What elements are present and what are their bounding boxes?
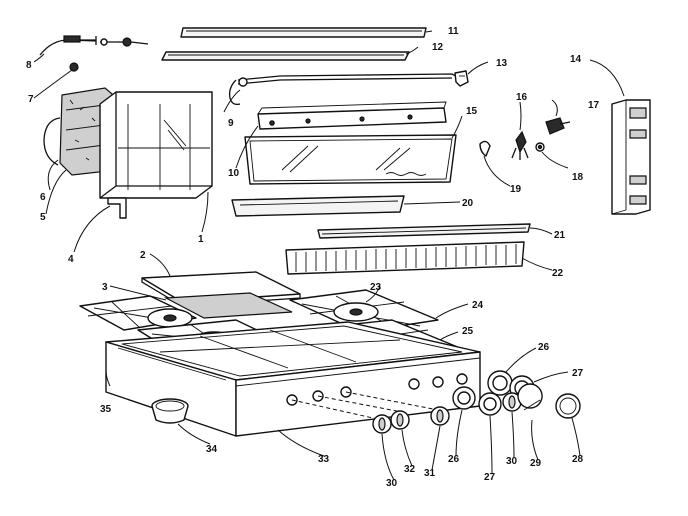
part-30-knob-right bbox=[502, 392, 522, 412]
callout-15: 15 bbox=[466, 106, 478, 117]
callout-32: 32 bbox=[404, 464, 416, 475]
callout-30-right: 30 bbox=[506, 456, 518, 467]
callout-27-lower: 27 bbox=[484, 472, 496, 483]
callout-19: 19 bbox=[510, 184, 522, 195]
callout-24: 24 bbox=[472, 300, 484, 311]
callout-21: 21 bbox=[554, 230, 566, 241]
callout-4: 4 bbox=[68, 254, 74, 265]
part-31-knob bbox=[430, 406, 450, 426]
part-1-cabinet-body bbox=[99, 91, 213, 199]
callout-7: 7 bbox=[28, 94, 34, 105]
callout-20: 20 bbox=[462, 198, 474, 209]
callout-6: 6 bbox=[40, 192, 46, 203]
callout-labels: 11 12 13 14 15 16 17 18 19 20 21 22 23 2… bbox=[26, 26, 600, 489]
part-30-knob-left bbox=[372, 414, 392, 434]
callout-28: 28 bbox=[572, 454, 584, 465]
callout-25: 25 bbox=[462, 326, 474, 337]
part-34-drip-cup bbox=[151, 398, 189, 424]
part-11-top-trim bbox=[180, 27, 427, 38]
callout-8: 8 bbox=[26, 60, 32, 71]
callout-27-upper: 27 bbox=[572, 368, 584, 379]
part-32-knob bbox=[390, 410, 410, 430]
callout-29: 29 bbox=[530, 458, 542, 469]
callout-12: 12 bbox=[432, 42, 444, 53]
part-18-washer bbox=[535, 142, 545, 152]
callout-35: 35 bbox=[100, 404, 112, 415]
callout-3: 3 bbox=[102, 282, 108, 293]
callout-23: 23 bbox=[370, 282, 382, 293]
callout-31: 31 bbox=[424, 468, 436, 479]
part-21-rear-rail bbox=[317, 223, 531, 239]
part-19-electrode-connector bbox=[479, 140, 491, 157]
callout-34: 34 bbox=[206, 444, 218, 455]
part-22-vent-grille bbox=[285, 241, 525, 275]
callout-18: 18 bbox=[572, 172, 584, 183]
part-29-knob bbox=[517, 383, 543, 411]
part-9-gas-tube bbox=[228, 73, 465, 106]
part-13-clip bbox=[454, 70, 469, 87]
part-3-burner-plate bbox=[163, 292, 293, 319]
callout-9: 9 bbox=[228, 118, 234, 129]
part-4-bracket bbox=[107, 197, 127, 219]
part-6-wire-bundle bbox=[43, 117, 61, 166]
part-26-bezel-lower bbox=[452, 386, 476, 410]
part-14-side-panel bbox=[611, 99, 651, 215]
part-33-front-panel bbox=[235, 351, 481, 437]
part-10-control-bar bbox=[257, 101, 447, 130]
part-28-knob bbox=[555, 393, 581, 419]
part-12-trim-strip bbox=[161, 51, 410, 61]
callout-30-left: 30 bbox=[386, 478, 398, 489]
callout-13: 13 bbox=[496, 58, 508, 69]
callout-22: 22 bbox=[552, 268, 564, 279]
callout-17: 17 bbox=[588, 100, 600, 111]
part-16-spark-electrode bbox=[511, 130, 529, 160]
callout-10: 10 bbox=[228, 168, 240, 179]
callout-26-upper: 26 bbox=[538, 342, 550, 353]
part-8-igniter-wire bbox=[39, 35, 149, 56]
callout-11: 11 bbox=[448, 26, 459, 37]
leader-lines bbox=[33, 30, 625, 481]
part-15-glass-panel bbox=[244, 134, 457, 185]
part-7-grommet bbox=[69, 62, 79, 72]
callout-5: 5 bbox=[40, 212, 46, 223]
callout-33: 33 bbox=[318, 454, 330, 465]
callout-1: 1 bbox=[198, 234, 204, 245]
callout-2: 2 bbox=[140, 250, 146, 261]
part-17-bracket-clip bbox=[545, 117, 571, 135]
part-20-front-rail bbox=[231, 195, 405, 217]
callout-14: 14 bbox=[570, 54, 582, 65]
callout-26-lower: 26 bbox=[448, 454, 460, 465]
callout-16: 16 bbox=[516, 92, 528, 103]
knob-alignment-lines bbox=[291, 391, 439, 421]
part-26-bezel-upper bbox=[487, 370, 513, 396]
part-27-bezel-lower bbox=[478, 392, 502, 416]
